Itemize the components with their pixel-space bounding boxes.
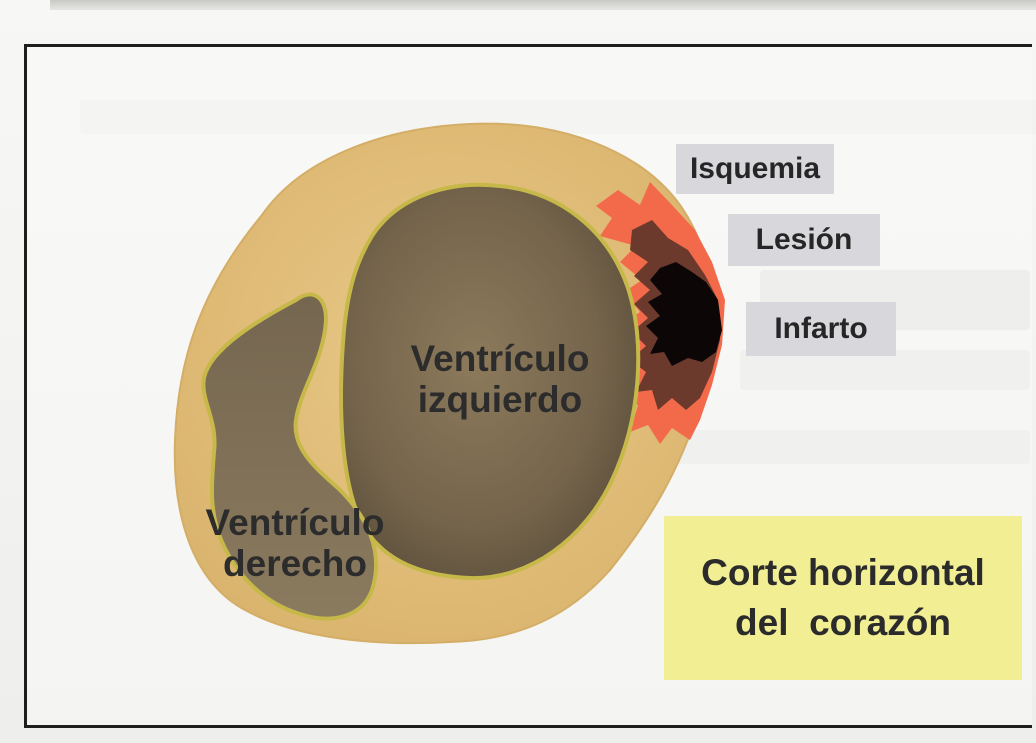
caption-line1: Corte horizontal — [701, 552, 985, 594]
bleed-through-text-3 — [640, 430, 1030, 464]
right-ventricle-label: Ventrículo derecho — [195, 502, 395, 585]
caption-box: Corte horizontal del corazón — [664, 516, 1022, 680]
left-ventricle-label: Ventrículo izquierdo — [395, 338, 605, 421]
left-ventricle-label-line2: izquierdo — [417, 379, 583, 421]
caption-line2: del corazón — [735, 602, 951, 643]
bleed-through-text-2 — [740, 350, 1030, 390]
left-ventricle-label-line1: Ventrículo — [410, 338, 590, 379]
ischemia-tag: Isquemia — [676, 144, 834, 194]
bleed-through-text-4 — [80, 100, 1036, 134]
right-ventricle-label-line2: derecho — [223, 543, 367, 585]
infarction-zone — [646, 262, 722, 366]
right-ventricle — [201, 292, 378, 621]
scan-top-edge — [50, 0, 1036, 10]
right-ventricle-label-line1: Ventrículo — [205, 502, 385, 543]
infarction-tag: Infarto — [746, 302, 896, 356]
left-ventricle — [339, 182, 641, 581]
injury-tag: Lesión — [728, 214, 880, 266]
